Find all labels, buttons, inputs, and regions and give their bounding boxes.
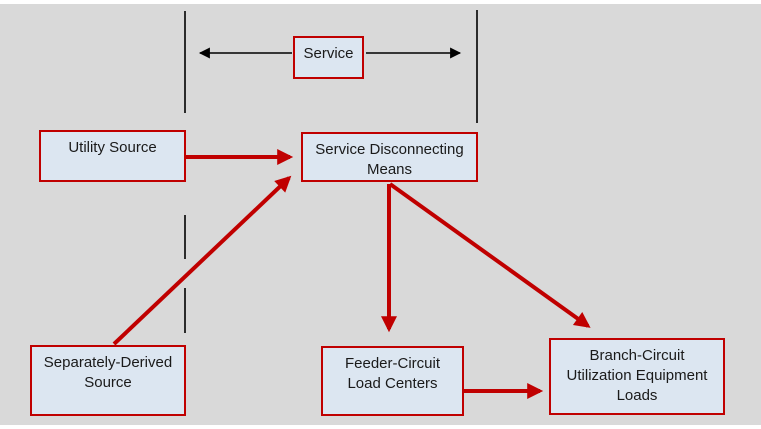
service-box: Service — [293, 36, 364, 79]
service-disconnecting-means-box: Service Disconnecting Means — [301, 132, 478, 182]
utility-source-box: Utility Source — [39, 130, 186, 182]
separately-derived-source-box: Separately-Derived Source — [30, 345, 186, 416]
feeder-circuit-load-centers-box: Feeder-Circuit Load Centers — [321, 346, 464, 416]
arrow-separately-derived-to-disconnect — [112, 175, 292, 346]
arrow-disconnect-to-branch — [388, 182, 591, 328]
branch-circuit-loads-box: Branch-Circuit Utilization Equipment Loa… — [549, 338, 725, 415]
